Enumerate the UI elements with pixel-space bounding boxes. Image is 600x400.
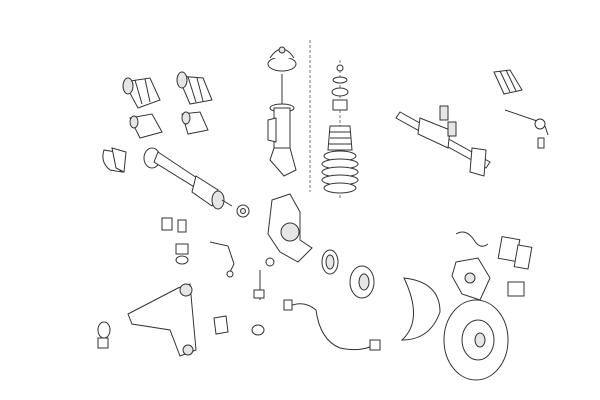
wear-sensor	[455, 231, 489, 247]
brake-caliper	[451, 257, 491, 301]
bolt-parts	[175, 243, 275, 336]
cv-boot-inner-2	[181, 111, 209, 135]
cv-boot-outer-1	[122, 77, 161, 109]
stabilizer-link	[161, 217, 235, 278]
steering-rack	[395, 105, 491, 177]
boot-clamp	[102, 147, 127, 173]
tie-rod	[504, 109, 549, 149]
cv-boot-inner-1	[129, 113, 163, 139]
brake-pads	[497, 236, 533, 297]
shock-absorber	[267, 74, 297, 177]
bracket	[213, 315, 229, 335]
strut-top-mount	[267, 46, 297, 72]
dust-shield	[400, 277, 441, 341]
spring-kit	[321, 60, 359, 200]
bushing	[236, 204, 250, 218]
abs-sensor	[283, 299, 381, 351]
wheel-bearing	[321, 249, 339, 275]
brake-disc	[443, 299, 509, 381]
drive-shaft	[143, 147, 233, 210]
cv-boot-outer-2	[176, 71, 213, 105]
tie-rod-boot	[493, 69, 523, 95]
wheel-hub	[349, 265, 375, 299]
control-arm	[97, 283, 197, 357]
steering-knuckle	[267, 193, 313, 263]
